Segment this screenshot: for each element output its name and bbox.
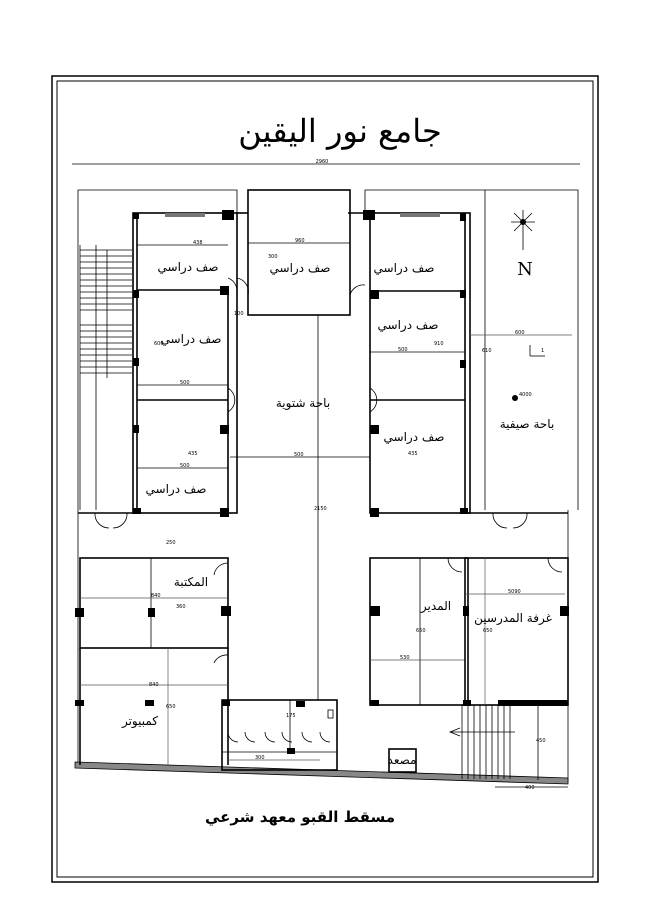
- svg-text:360: 360: [176, 604, 186, 610]
- left-classroom-block: [132, 210, 238, 517]
- svg-text:2960: 2960: [316, 159, 329, 165]
- svg-text:175: 175: [286, 713, 296, 719]
- dimension-labels: 438 960 300 100 600 500 500 435 500 2150…: [149, 238, 568, 791]
- svg-text:438: 438: [193, 240, 203, 246]
- entrance-doors: [78, 512, 568, 529]
- room-label-computer: كمبيوتر: [121, 714, 158, 729]
- top-middle-classroom: [236, 189, 366, 316]
- left-stairs: [79, 245, 132, 510]
- svg-text:910: 910: [434, 341, 444, 347]
- svg-text:100: 100: [234, 311, 244, 317]
- outer-frame: [51, 75, 599, 883]
- room-label-class: صف دراسي: [270, 261, 331, 276]
- room-label-library: المكتبة: [174, 575, 208, 589]
- svg-text:650: 650: [483, 628, 493, 634]
- svg-text:500: 500: [398, 347, 408, 353]
- north-label: N: [517, 259, 533, 280]
- svg-text:500: 500: [180, 463, 190, 469]
- svg-text:2150: 2150: [314, 506, 327, 512]
- room-label-class: صف دراسي: [161, 332, 222, 347]
- room-label-class: صف دراسي: [378, 318, 439, 333]
- room-label-teachers: غرفة المدرسين: [474, 611, 552, 626]
- svg-text:500: 500: [294, 452, 304, 458]
- svg-text:1: 1: [541, 348, 544, 354]
- svg-text:840: 840: [151, 593, 161, 599]
- svg-text:مصعد: مصعد: [388, 753, 417, 767]
- svg-text:600: 600: [515, 330, 525, 336]
- svg-text:650: 650: [166, 704, 176, 710]
- elevator: مصعد: [388, 748, 417, 773]
- right-stairs: [448, 705, 539, 780]
- svg-text:4000: 4000: [519, 392, 532, 398]
- room-label-manager: المدير: [420, 599, 451, 614]
- svg-text:435: 435: [408, 451, 418, 457]
- room-label-class: صف دراسي: [384, 430, 445, 445]
- svg-text:650: 650: [416, 628, 426, 634]
- inner-frame: [56, 80, 594, 878]
- north-arrow-icon: N: [511, 210, 535, 280]
- svg-text:250: 250: [166, 540, 176, 546]
- drawing-subtitle: مسقط القبو معهد شرعي: [205, 808, 395, 826]
- svg-text:530: 530: [400, 655, 410, 661]
- room-label-class: صف دراسي: [158, 260, 219, 275]
- svg-text:610: 610: [482, 348, 492, 354]
- overall-dimension: 2960: [72, 159, 580, 165]
- svg-text:435: 435: [188, 451, 198, 457]
- svg-text:600: 600: [154, 341, 164, 347]
- svg-text:960: 960: [295, 238, 305, 244]
- svg-text:300: 300: [255, 755, 265, 761]
- room-label-summer-yard: باحة صيفية: [500, 417, 555, 431]
- lower-right-rooms: [369, 557, 569, 706]
- bathrooms: [221, 699, 338, 771]
- summer-yard: [470, 190, 572, 510]
- right-classroom-block: [363, 210, 471, 517]
- svg-text:450: 450: [536, 738, 546, 744]
- room-label-class: صف دراسي: [374, 261, 435, 276]
- drawing-title: جامع نور اليقين: [238, 112, 441, 150]
- room-label-winter-yard: باحة شتوية: [276, 396, 330, 411]
- room-label-class: صف دراسي: [146, 482, 207, 497]
- lower-left-rooms: [75, 557, 231, 765]
- svg-text:5090: 5090: [508, 589, 521, 595]
- svg-text:840: 840: [149, 682, 159, 688]
- svg-text:400: 400: [525, 785, 535, 791]
- svg-text:300: 300: [268, 254, 278, 260]
- svg-text:500: 500: [180, 380, 190, 386]
